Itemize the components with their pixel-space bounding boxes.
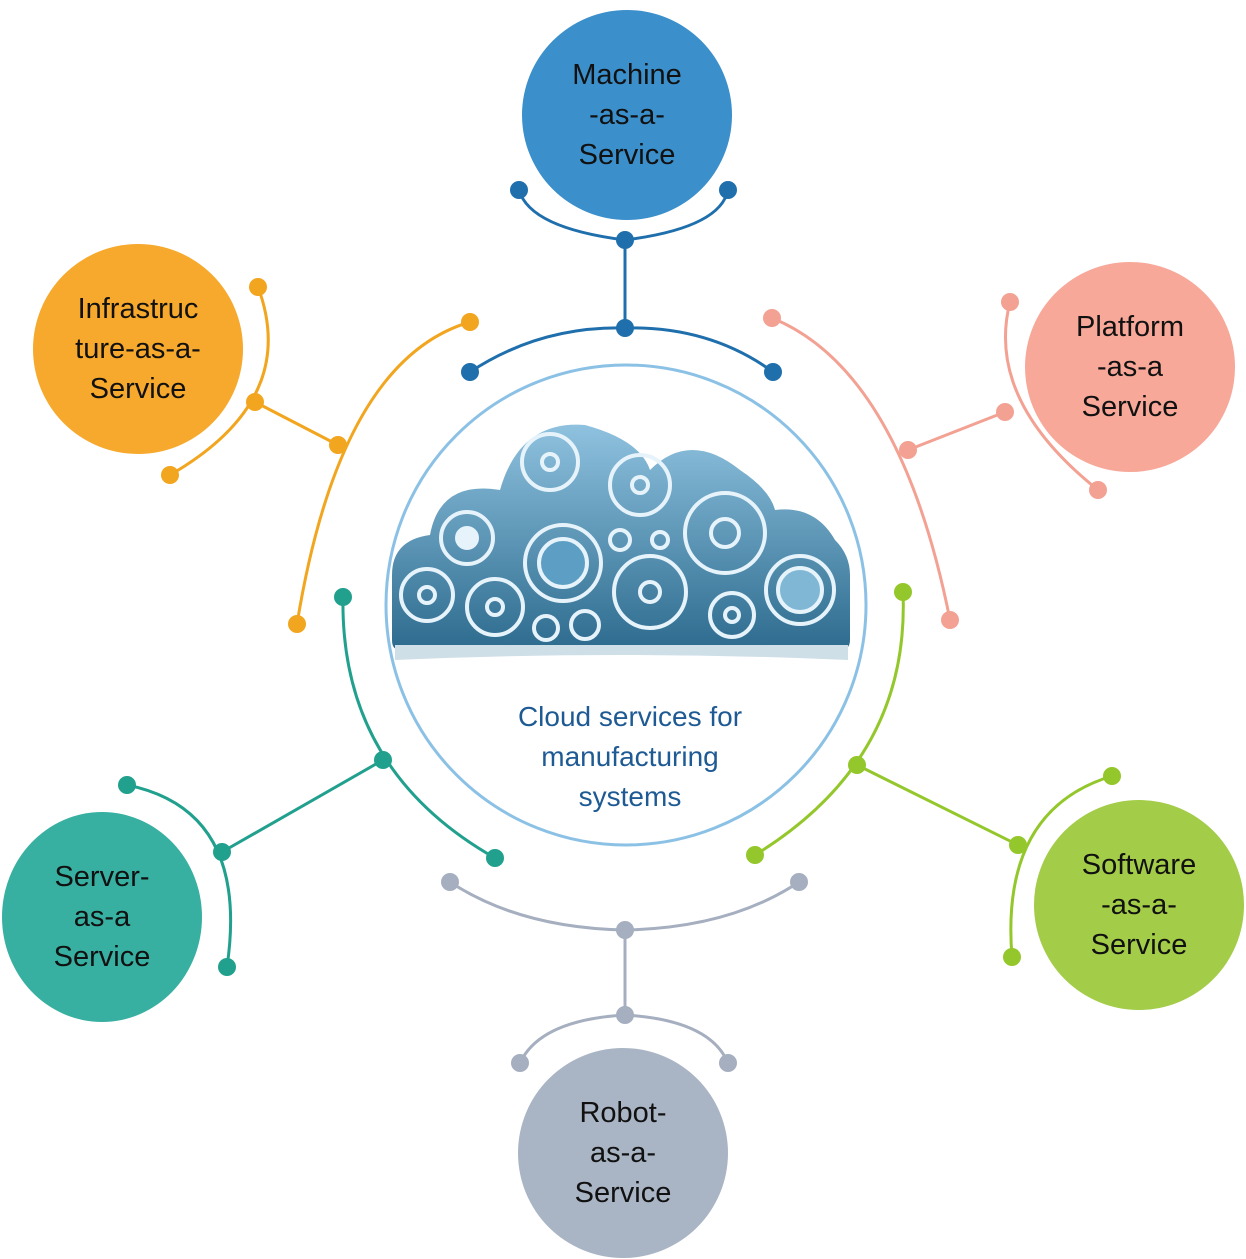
platform-connector [771, 301, 1099, 621]
robot-as-a-service-node: Robot- as-a- Service [518, 1048, 728, 1258]
server-label-line3: Service [53, 941, 151, 973]
software-label-line3: Service [1090, 929, 1188, 961]
robot-label-line1: Robot- [579, 1097, 667, 1129]
software-connector-dots [746, 583, 1121, 966]
machine-label-line2: -as-a- [589, 99, 665, 131]
infra-label-line3: Service [89, 373, 187, 405]
platform-label-line3: Service [1081, 391, 1179, 423]
robot-connector-dots [441, 873, 808, 1072]
platform-as-a-service-node: Platform -as-a Service [1025, 262, 1235, 472]
software-label-line1: Software [1081, 849, 1197, 881]
robot-label-line2: as-a- [589, 1137, 657, 1169]
cloud-gears-icon [392, 424, 850, 660]
center-caption-line2: manufacturing [541, 741, 719, 772]
server-connector [126, 596, 496, 968]
infrastructure-as-a-service-node: Infrastruc ture-as-a- Service [33, 244, 243, 454]
machine-label-line1: Machine [572, 59, 682, 91]
server-label-line1: Server- [54, 861, 150, 893]
infra-connector [169, 286, 471, 625]
center-ring [384, 363, 868, 847]
machine-as-a-service-node: Machine -as-a- Service [522, 10, 732, 220]
center-caption: Cloud services for manufacturing systems [450, 697, 810, 817]
infra-connector-dots [161, 278, 479, 633]
platform-label-line1: Platform [1076, 311, 1184, 343]
software-as-a-service-node: Software -as-a- Service [1034, 800, 1244, 1010]
center-caption-line3: systems [578, 781, 682, 812]
robot-label-line3: Service [574, 1177, 672, 1209]
infra-label-line1: Infrastruc [77, 293, 199, 325]
software-connector [754, 591, 1113, 958]
server-as-a-service-node: Server- as-a Service [2, 812, 202, 1022]
platform-label-line2: -as-a [1096, 351, 1164, 383]
platform-connector-dots [763, 293, 1107, 629]
infra-label-line2: ture-as-a- [75, 333, 201, 365]
robot-connector [449, 880, 800, 1064]
server-label-line2: as-a [73, 901, 131, 933]
machine-connector-dots [461, 181, 782, 381]
center-caption-line1: Cloud services for [517, 701, 743, 732]
server-connector-dots [118, 588, 504, 976]
machine-label-line3: Service [578, 139, 676, 171]
software-label-line2: -as-a- [1101, 889, 1177, 921]
